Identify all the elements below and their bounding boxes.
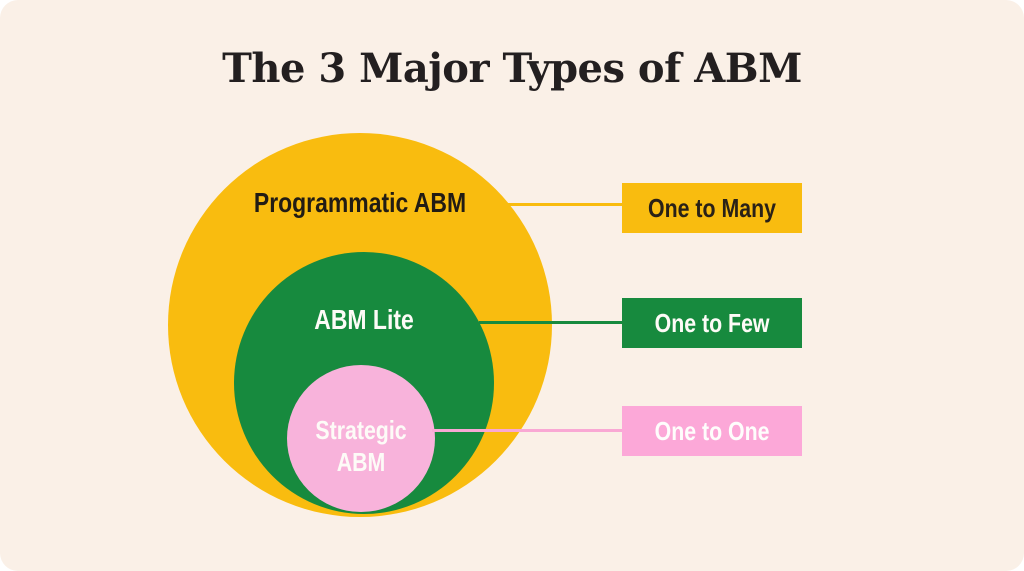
reach-box-one-to-many: One to Many (622, 183, 802, 233)
reach-box-label-one-to-one: One to One (654, 415, 770, 446)
circle-label-abm-lite: ABM Lite (314, 304, 414, 335)
connector-one-to-many (508, 203, 624, 206)
connector-one-to-few (479, 321, 624, 324)
circle-strategic-abm (287, 365, 435, 512)
circle-label-programmatic-abm: Programmatic ABM (253, 187, 467, 218)
reach-box-label-one-to-few: One to Few (654, 307, 770, 338)
reach-box-one-to-one: One to One (622, 406, 802, 456)
page-title: The 3 Major Types of ABM (222, 45, 802, 92)
reach-box-label-one-to-many: One to Many (648, 192, 776, 223)
circle-label-strategic-abm: Strategic ABM (315, 415, 407, 477)
reach-box-one-to-few: One to Few (622, 298, 802, 348)
connector-one-to-one (432, 429, 624, 432)
